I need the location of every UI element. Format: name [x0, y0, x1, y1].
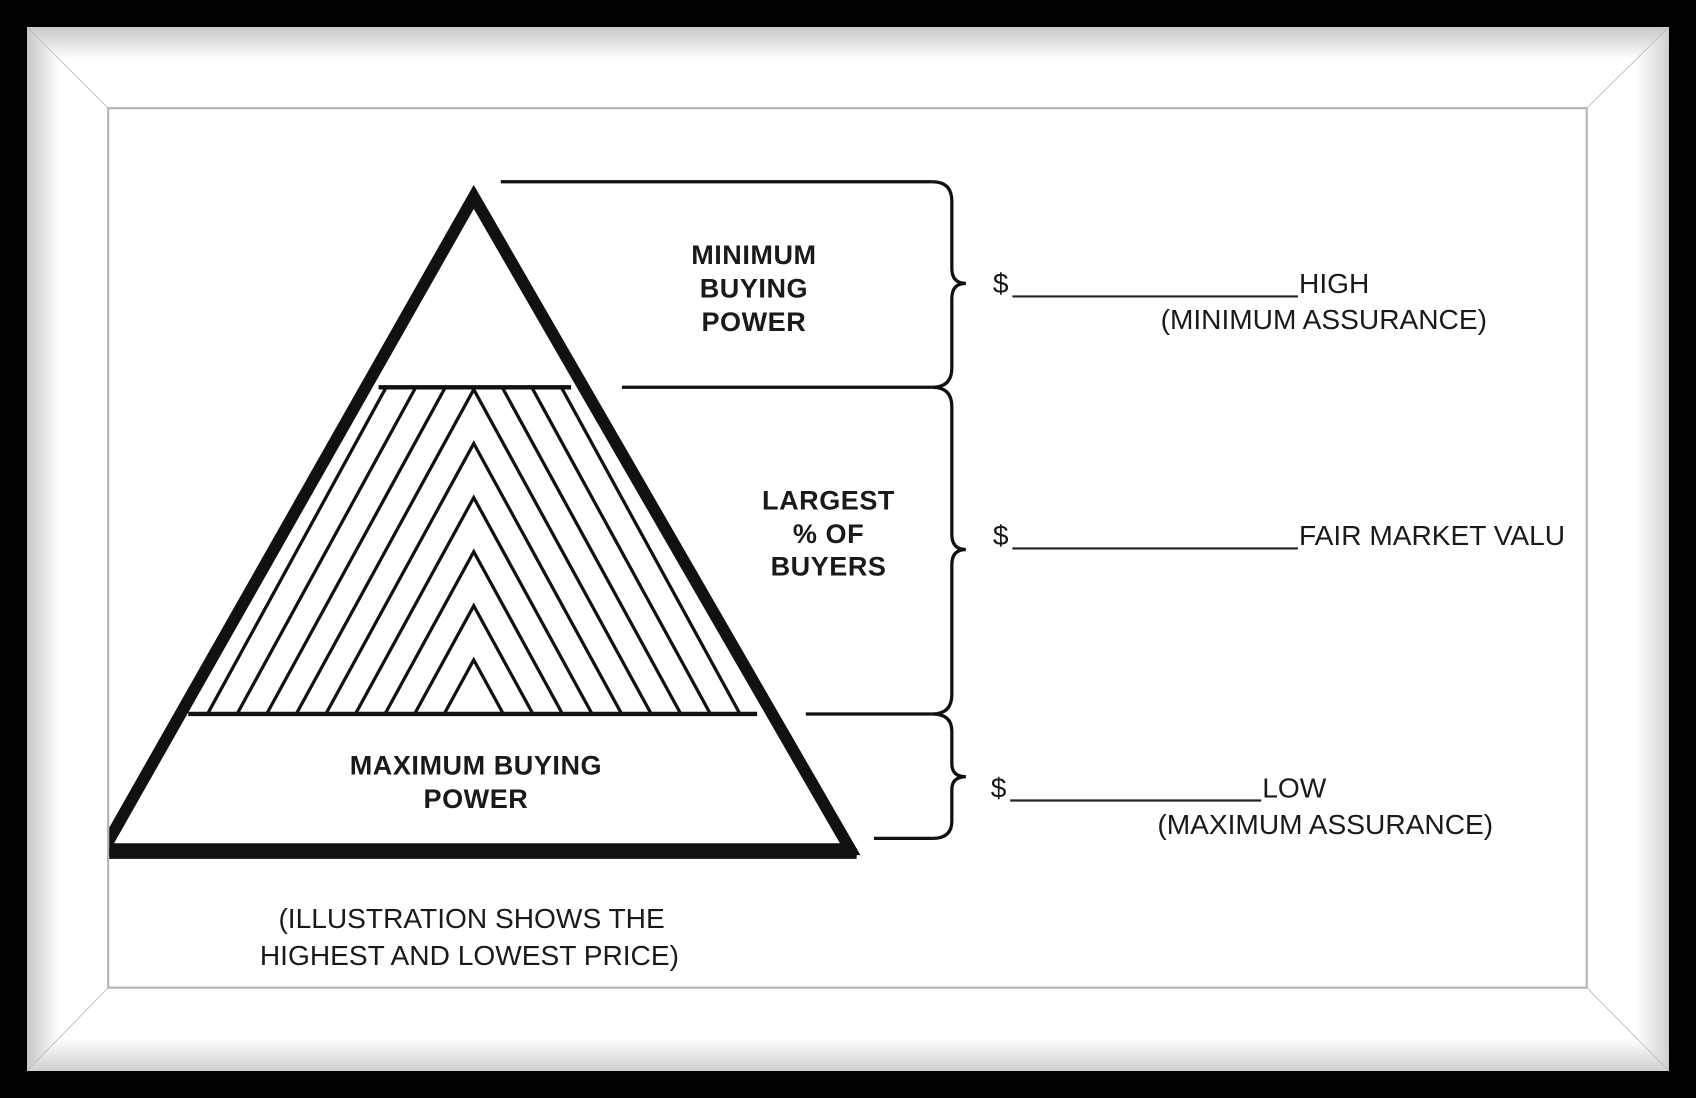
- pyramid: [109, 184, 861, 859]
- hatch-chevron: [300, 440, 647, 714]
- middle-label: LARGEST % OF BUYERS: [762, 486, 895, 582]
- hatch-lines: [191, 387, 754, 714]
- price-low: $ LOW (MAXIMUM ASSURANCE): [991, 772, 1493, 840]
- dollar-sign: $: [993, 520, 1009, 551]
- hatch-chevron: [241, 387, 706, 714]
- mat-frame: [26, 26, 1670, 1072]
- middle-label-line: BUYERS: [771, 552, 887, 582]
- hatch-chevron: [330, 494, 618, 714]
- top-label-line: MINIMUM: [691, 240, 816, 270]
- bottom-label-line: MAXIMUM BUYING: [350, 751, 602, 781]
- price-note: (MINIMUM ASSURANCE): [1161, 304, 1487, 335]
- bottom-label-line: POWER: [424, 784, 529, 814]
- brace-low: [932, 712, 966, 840]
- hatch-chevron: [419, 656, 529, 714]
- brackets: [500, 180, 966, 840]
- hatch-chevron: [389, 602, 559, 714]
- caption: (ILLUSTRATION SHOWS THE HIGHEST AND LOWE…: [260, 903, 679, 971]
- price-fair: $ FAIR MARKET VALU: [993, 520, 1565, 551]
- caption-line: HIGHEST AND LOWEST PRICE): [260, 940, 679, 971]
- dollar-sign: $: [991, 772, 1007, 803]
- middle-label-line: LARGEST: [762, 486, 895, 516]
- brace-fair: [932, 385, 966, 716]
- bottom-label: MAXIMUM BUYING POWER: [350, 751, 602, 815]
- brace-high: [932, 180, 966, 389]
- caption-line: (ILLUSTRATION SHOWS THE: [278, 903, 664, 934]
- hatch-chevron: [359, 548, 588, 714]
- price-high: $ HIGH (MINIMUM ASSURANCE): [993, 268, 1487, 335]
- dollar-sign: $: [993, 268, 1009, 299]
- price-label: HIGH: [1299, 268, 1369, 299]
- price-note: (MAXIMUM ASSURANCE): [1157, 809, 1493, 840]
- top-label-line: POWER: [701, 307, 806, 337]
- hatch-chevron: [212, 387, 736, 714]
- price-label: FAIR MARKET VALU: [1299, 520, 1565, 551]
- top-label-line: BUYING: [700, 273, 808, 303]
- middle-label-line: % OF: [793, 519, 864, 549]
- hatch-chevron: [271, 387, 677, 714]
- hatch-chevron: [191, 387, 754, 714]
- price-label: LOW: [1262, 772, 1326, 803]
- top-label: MINIMUM BUYING POWER: [691, 240, 816, 337]
